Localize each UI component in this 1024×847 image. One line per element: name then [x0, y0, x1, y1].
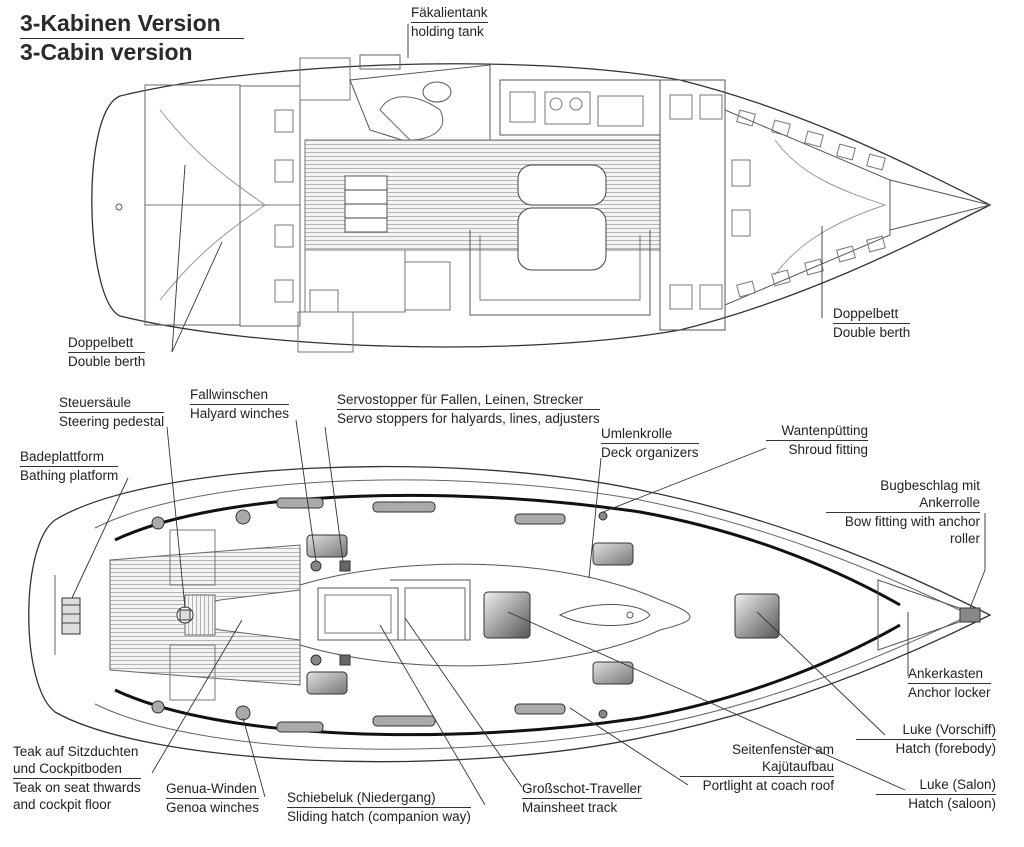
label-hatch-saloon: Luke (Salon) Hatch (saloon): [876, 776, 996, 812]
label-deck-organizers: Umlenkrolle Deck organizers: [601, 426, 699, 460]
label-anchor-locker: Ankerkasten Anchor locker: [908, 666, 991, 700]
label-servo-stoppers: Servostopper für Fallen, Leinen, Strecke…: [337, 392, 600, 426]
title-german: 3-Kabinen Version: [20, 10, 221, 36]
label-portlight: Seitenfenster am Kajütaufbau Portlight a…: [680, 741, 834, 794]
label-mainsheet-track: Großschot-Traveller Mainsheet track: [522, 781, 642, 815]
label-sliding-hatch: Schiebeluk (Niedergang) Sliding hatch (c…: [287, 790, 471, 824]
label-steering-pedestal: Steuersäule Steering pedestal: [59, 395, 165, 429]
label-bow-fitting: Bugbeschlag mit Ankerrolle Bow fitting w…: [826, 477, 980, 547]
label-bathing-platform: Badeplattform Bathing platform: [20, 449, 119, 483]
deck-leaders: [71, 419, 986, 806]
label-holding-tank: Fäkalientank holding tank: [411, 5, 488, 39]
interior-plan: [91, 54, 992, 353]
interior-leaders: [171, 24, 823, 353]
label-teak: Teak auf Sitzduchten und Cockpitboden Te…: [13, 744, 141, 812]
label-genoa-winches: Genua-Winden Genoa winches: [166, 781, 260, 815]
title-english: 3-Cabin version: [20, 39, 193, 65]
label-shroud-fitting: Wantenpütting Shroud fitting: [766, 422, 868, 458]
deck-plan: [28, 465, 992, 763]
label-hatch-forebody: Luke (Vorschiff) Hatch (forebody): [856, 721, 996, 757]
title-divider: [20, 38, 244, 39]
label-double-berth-aft: Doppelbett Double berth: [68, 335, 146, 369]
label-halyard-winches: Fallwinschen Halyard winches: [190, 387, 290, 421]
label-double-berth-fwd: Doppelbett Double berth: [833, 306, 911, 340]
